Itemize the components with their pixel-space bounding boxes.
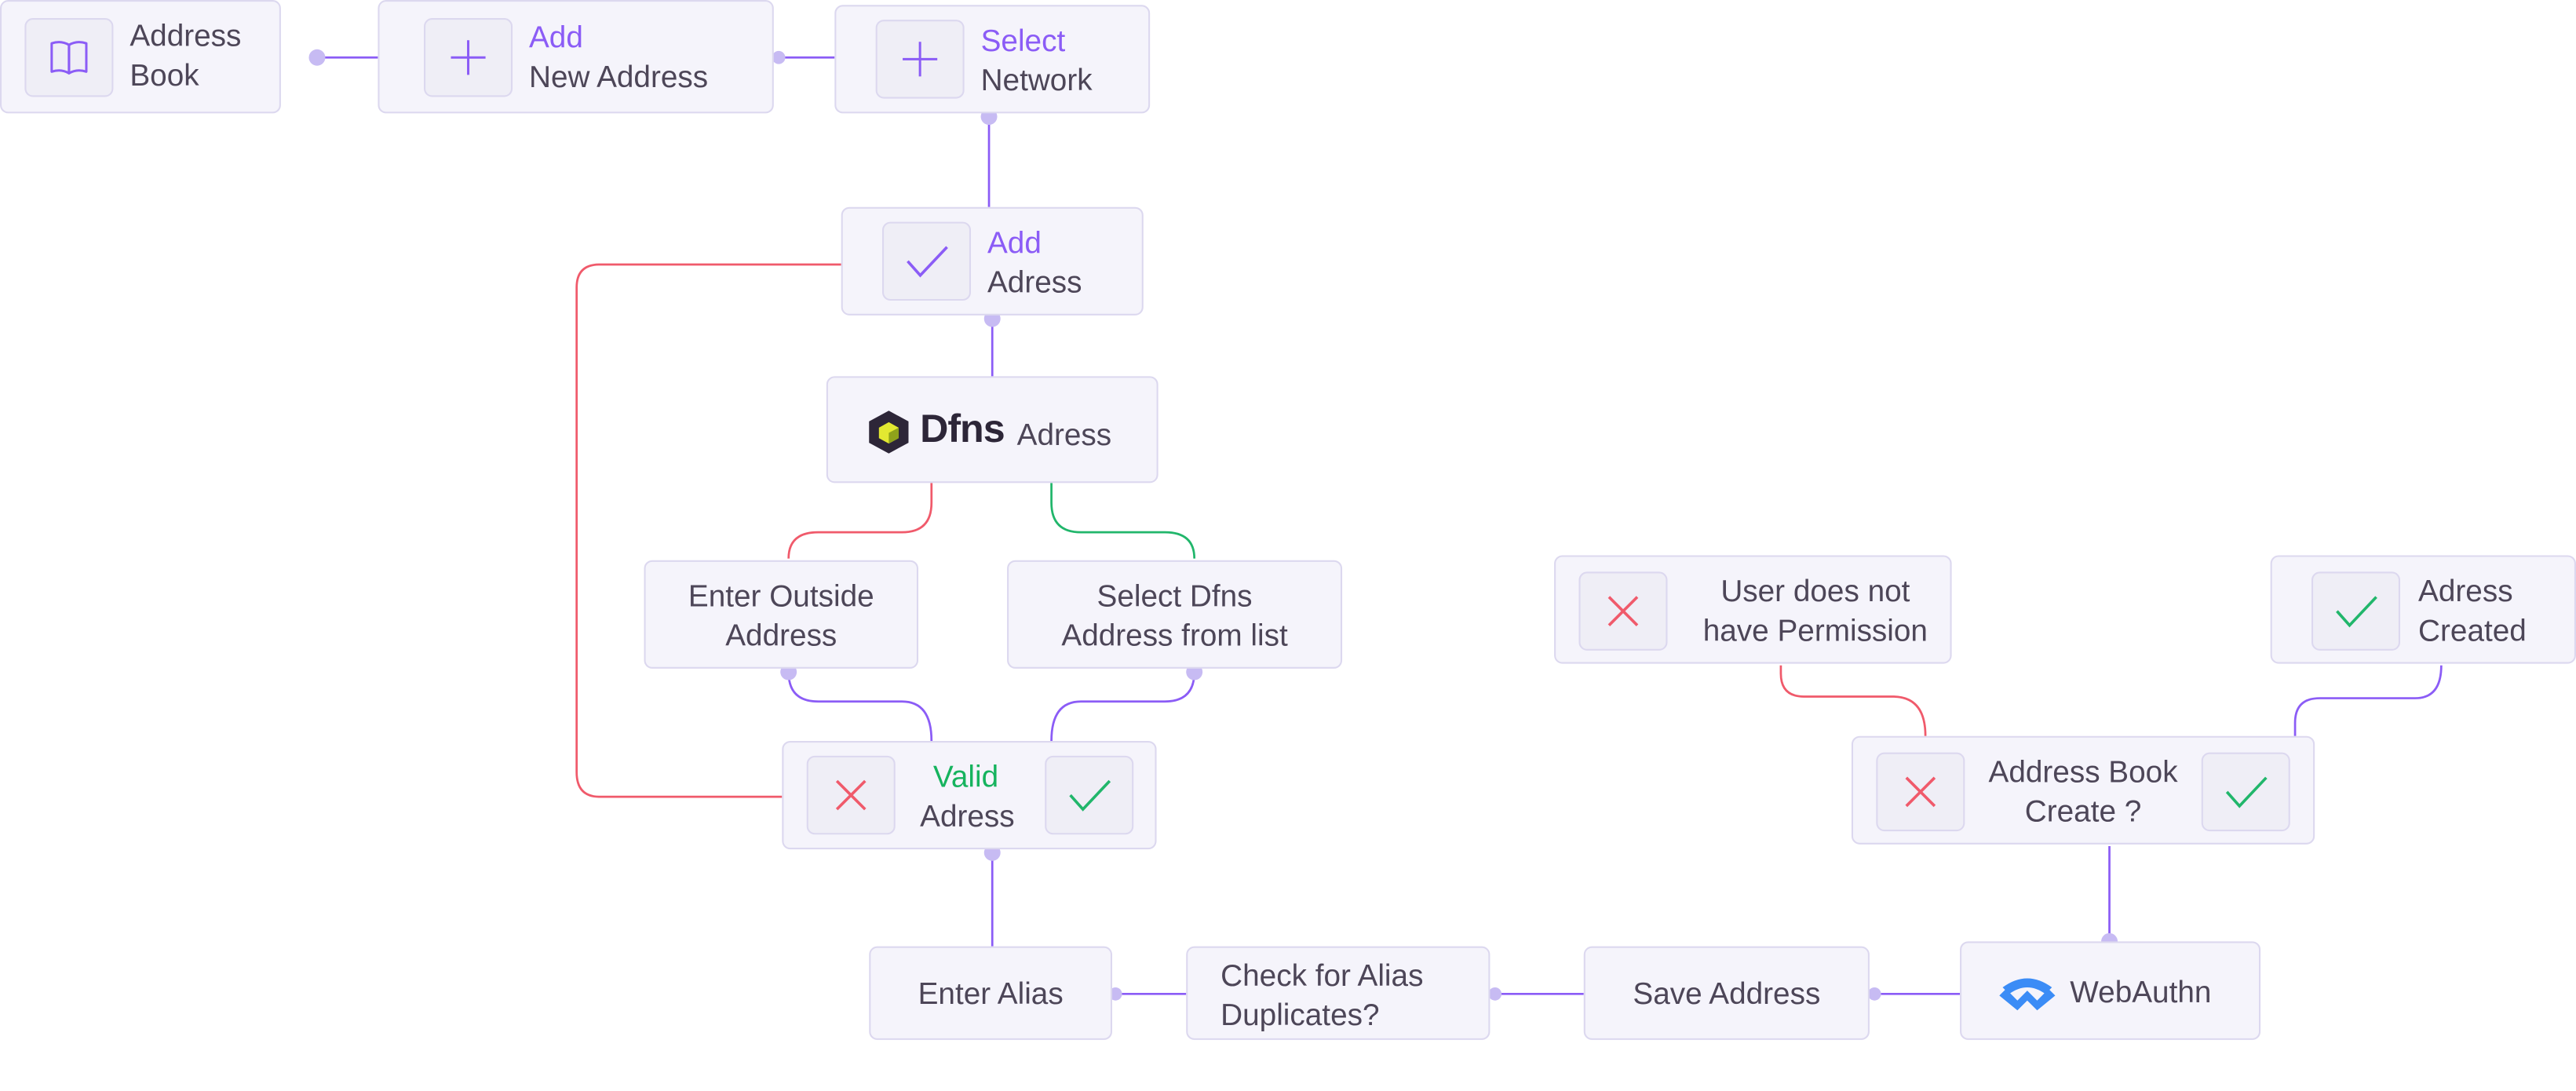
node-label: Save Address xyxy=(1633,976,1821,1011)
node-label: Enter Alias xyxy=(918,976,1064,1011)
cross-icon xyxy=(1578,571,1668,651)
edge-permission-to-create xyxy=(1779,665,1927,736)
node-label-line2: Address from list xyxy=(1061,618,1288,652)
node-webauthn: WebAuthn xyxy=(1960,941,2261,1040)
node-label-line1: Add xyxy=(987,224,1042,260)
node-valid-adress: Valid Adress xyxy=(782,740,1157,850)
check-icon xyxy=(881,221,972,301)
node-add-new-address: Add New Address xyxy=(378,0,774,114)
node-label-line2: Duplicates? xyxy=(1220,997,1380,1032)
node-label-line2: Book xyxy=(130,57,199,93)
cross-icon xyxy=(1876,752,1965,832)
node-label-line2: Created xyxy=(2418,612,2527,648)
node-label-line2: Adress xyxy=(987,264,1082,299)
node-select-network: Select Network xyxy=(834,5,1151,114)
node-label-line2: Adress xyxy=(920,798,1015,834)
node-label-line1: Add xyxy=(528,20,583,55)
dfns-logo-icon xyxy=(869,410,909,454)
node-label-line1: Check for Alias xyxy=(1220,958,1424,993)
node-address-book-create: Address Book Create ? xyxy=(1851,735,2315,845)
connector-dot xyxy=(308,49,326,66)
node-enter-outside-address: Enter Outside Address xyxy=(644,560,919,669)
edge-create-to-created xyxy=(2293,665,2443,736)
node-label-line1: Select xyxy=(980,23,1066,58)
check-icon xyxy=(2201,752,2290,832)
node-label-line1: User does not xyxy=(1720,573,1910,608)
node-add-adress: Add Adress xyxy=(841,206,1144,316)
node-save-address: Save Address xyxy=(1583,946,1870,1040)
connector-dot xyxy=(1867,987,1881,1001)
walletconnect-icon xyxy=(1999,978,2056,1011)
plus-icon xyxy=(875,20,965,99)
node-label-line1: Select Dfns xyxy=(1096,578,1253,613)
node-label: WebAuthn xyxy=(2070,974,2212,1009)
node-label-line1: Adress xyxy=(2418,573,2513,608)
node-select-dfns-address: Select Dfns Address from list xyxy=(1007,560,1343,669)
node-label-line2: Network xyxy=(980,62,1093,97)
edge-dfns-to-enter-outside xyxy=(787,483,933,559)
edge-select-dfns-to-valid xyxy=(1050,672,1196,741)
node-label: Adress xyxy=(1016,417,1112,452)
connector-dot xyxy=(772,50,786,64)
node-label-line2: Address xyxy=(725,618,837,652)
node-adress-created: Adress Created xyxy=(2270,555,2576,664)
plus-icon xyxy=(424,18,513,97)
node-address-book: Address Book xyxy=(0,0,281,114)
book-icon xyxy=(24,18,114,97)
edge-dfns-to-select-dfns xyxy=(1050,483,1196,559)
connector-dot xyxy=(1488,987,1502,1001)
node-label-line1: Enter Outside xyxy=(688,578,874,613)
cross-icon xyxy=(806,755,896,835)
node-label-line1: Address Book xyxy=(1988,753,2178,789)
dfns-logo-text: Dfns xyxy=(920,407,1005,452)
node-label-line2: have Permission xyxy=(1702,612,1928,648)
node-label-line1: Address xyxy=(130,18,242,53)
node-dfns-adress: Dfns Adress xyxy=(826,376,1158,483)
node-no-permission: User does not have Permission xyxy=(1554,555,1952,664)
node-enter-alias: Enter Alias xyxy=(869,946,1113,1040)
check-icon xyxy=(1045,755,1134,835)
edge-enter-outside-to-valid xyxy=(787,672,933,741)
node-check-alias: Check for Alias Duplicates? xyxy=(1186,946,1491,1040)
node-label-line2: Create ? xyxy=(2024,793,2142,828)
edge-add-adress-to-valid-invalid xyxy=(575,263,841,798)
node-label-line1: Valid xyxy=(932,759,999,794)
check-icon xyxy=(2311,571,2401,651)
node-label-line2: New Address xyxy=(528,59,709,94)
